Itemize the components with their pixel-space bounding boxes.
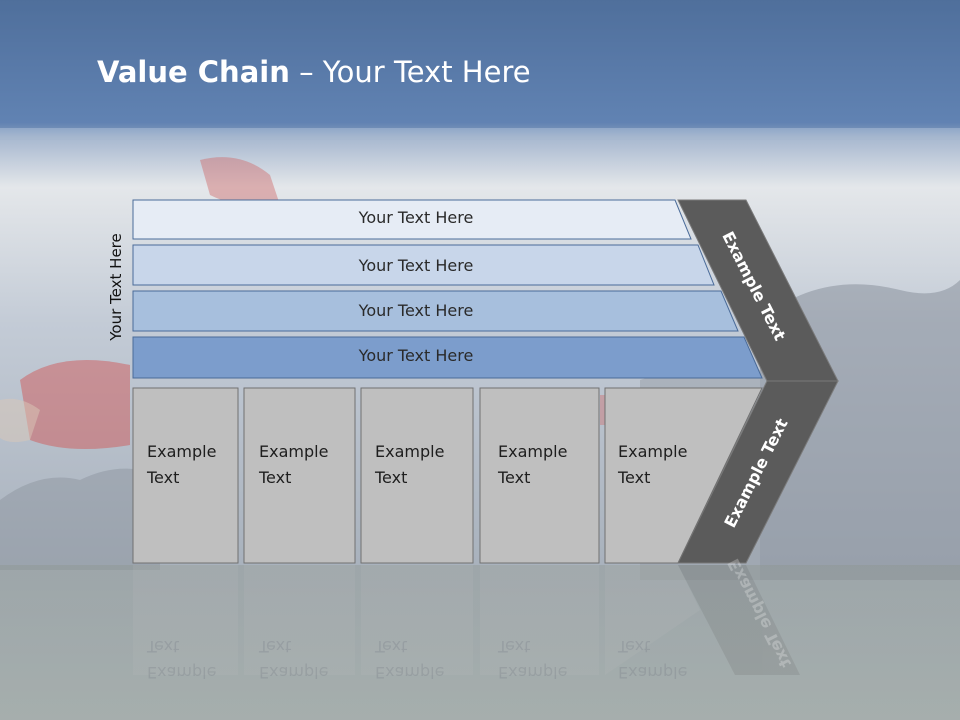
box-reflection-4-line2: Text [498,637,531,656]
box-reflection-2: Example Text [259,633,328,685]
title-rest: – Your Text Here [299,55,531,89]
box-reflection-3-line2: Text [375,637,408,656]
box-reflection-3: Example Text [375,633,444,685]
box-label-1: Example Text [147,439,216,491]
row-bar-3 [132,290,739,332]
box-reflection-4-line1: Example [498,663,568,682]
row-label-2: Your Text Here [358,256,474,275]
box-label-2: Example Text [259,439,328,491]
box-4 [479,387,600,564]
box-reflection-1-line2: Text [147,637,180,656]
box-1 [132,387,239,564]
box-reflection-5: Example Text [618,633,687,685]
box-label-1-line1: Example [147,442,217,461]
box-reflection-5-line2: Text [618,637,651,656]
box-label-5: Example Text [618,439,687,491]
row-label-3: Your Text Here [358,301,474,320]
title-bold: Value Chain [97,55,290,89]
box-label-2-line2: Text [259,468,292,487]
box-5 [604,387,763,564]
box-reflection-1: Example Text [147,633,216,685]
row-bar-4 [132,336,763,379]
box-label-4-line1: Example [498,442,568,461]
box-label-1-line2: Text [147,468,180,487]
row-label-1: Your Text Here [358,208,474,227]
slide-title: Value Chain – Your Text Here [97,55,531,95]
box-reflection-5-line1: Example [618,663,688,682]
box-label-4: Example Text [498,439,567,491]
box-label-3-line1: Example [375,442,445,461]
box-3 [360,387,474,564]
box-label-3: Example Text [375,439,444,491]
box-reflection-3-line1: Example [375,663,445,682]
row-bar-2 [132,244,715,286]
box-label-5-line2: Text [618,468,651,487]
box-2 [243,387,356,564]
box-label-5-line1: Example [618,442,688,461]
box-reflection-4: Example Text [498,633,567,685]
row-bar-1 [132,199,692,240]
box-label-4-line2: Text [498,468,531,487]
box-reflection-2-line2: Text [259,637,292,656]
row-label-4: Your Text Here [358,346,474,365]
box-reflection-2-line1: Example [259,663,329,682]
box-reflection-1-line1: Example [147,663,217,682]
box-label-2-line1: Example [259,442,329,461]
side-label: Your Text Here [107,233,125,341]
box-label-3-line2: Text [375,468,408,487]
